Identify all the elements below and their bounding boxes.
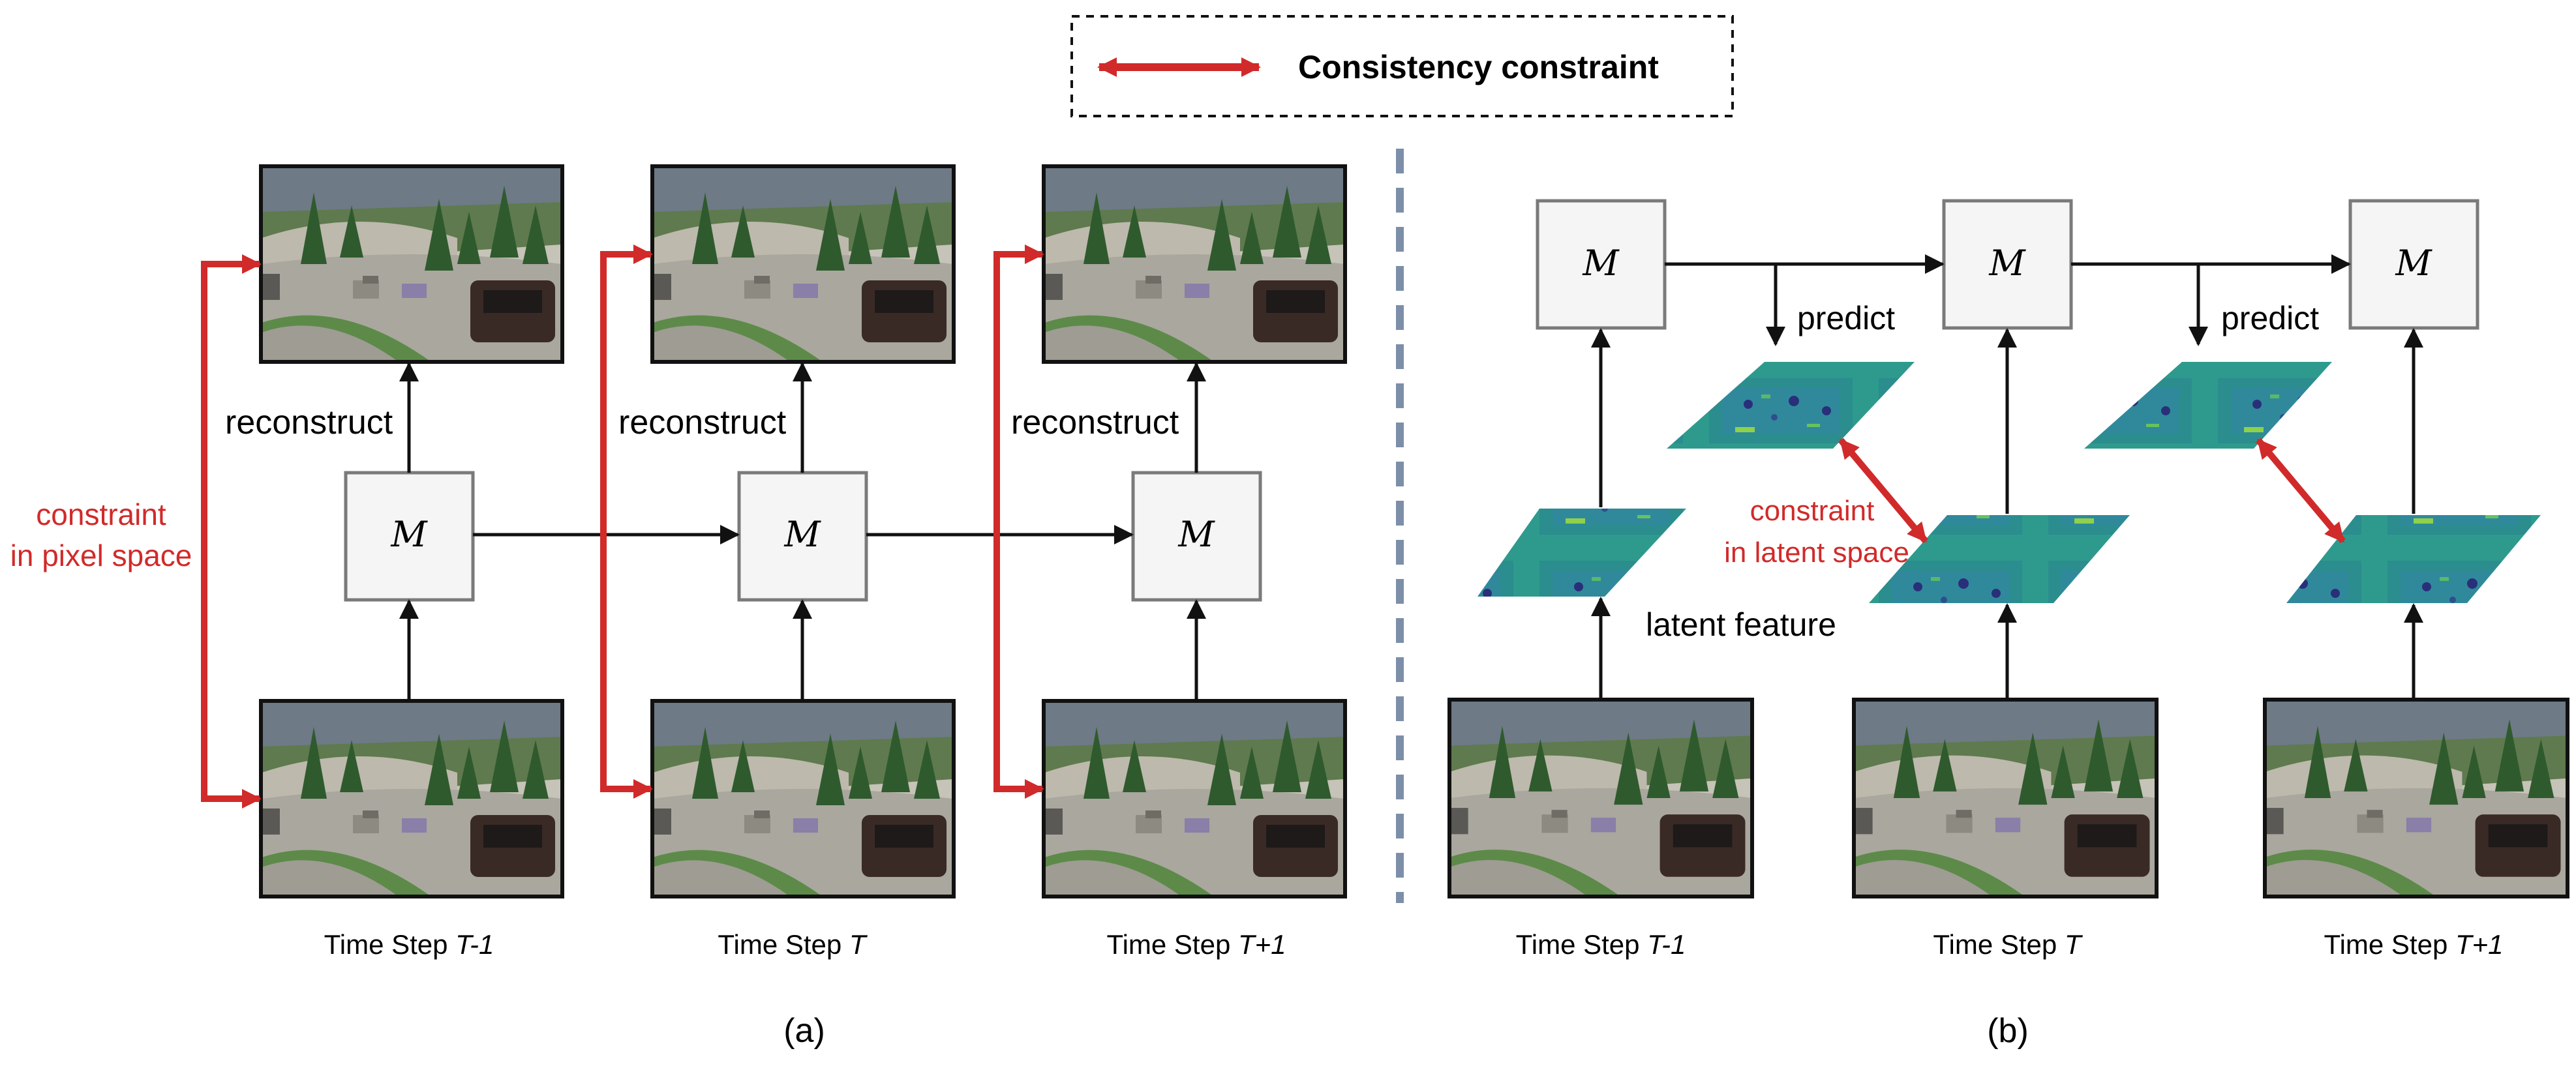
- input-frame: [1852, 698, 2159, 898]
- latent-constraint-label-line1: constraint: [1750, 495, 1875, 527]
- time-step-label: Time Step T+1: [2324, 929, 2503, 960]
- time-step-label: Time Step T-1: [324, 929, 494, 960]
- input-frame: [1447, 698, 1754, 898]
- input-frame: [1042, 699, 1347, 898]
- reconstruct-label: reconstruct: [1011, 404, 1179, 441]
- pixel-constraint-bracket: [993, 245, 1044, 799]
- model-label: M: [2395, 243, 2432, 284]
- model-box: [2348, 199, 2479, 330]
- model-label: M: [783, 514, 821, 555]
- predicted-latent-map: [1667, 362, 1915, 449]
- time-step-label: Time Step T-1: [1516, 929, 1686, 960]
- model-label: M: [390, 514, 428, 555]
- pixel-constraint-label-line2: in pixel space: [10, 539, 192, 572]
- model-box: [1536, 199, 1667, 330]
- panel-b: M M M predict predict constraint in late…: [1447, 199, 2569, 1050]
- panel-a: M M M reconstruct reconstruct reconstruc…: [10, 164, 1347, 1050]
- input-frame: [650, 699, 956, 898]
- latent-constraint-label-line2: in latent space: [1724, 537, 1909, 569]
- model-label: M: [1582, 243, 1620, 284]
- model-box: [737, 471, 868, 602]
- predicted-latent-map: [2084, 362, 2332, 449]
- predict-label: predict: [2221, 300, 2319, 336]
- legend-label: Consistency constraint: [1298, 49, 1659, 85]
- predict-label: predict: [1797, 300, 1895, 336]
- pixel-constraint-bracket: [600, 245, 653, 799]
- latent-feature-map: [1477, 509, 1686, 597]
- latent-feature-label: latent feature: [1646, 606, 1836, 643]
- input-frame: [259, 699, 564, 898]
- model-box: [344, 471, 475, 602]
- input-frame: [2263, 698, 2569, 898]
- latent-feature-map: [1869, 515, 2130, 603]
- pixel-constraint-bracket: [201, 254, 262, 808]
- reconstruct-label: reconstruct: [225, 404, 393, 441]
- legend-box: [1070, 15, 1734, 117]
- reconstructed-frame: [1042, 164, 1347, 364]
- panel-b-caption: (b): [1987, 1012, 2029, 1050]
- reconstructed-frame: [650, 164, 956, 364]
- model-label: M: [1988, 243, 2026, 284]
- reconstructed-frame: [259, 164, 564, 364]
- latent-constraint-arrow: [1838, 438, 1928, 544]
- reconstruct-label: reconstruct: [618, 404, 787, 441]
- latent-constraint-arrow: [2256, 438, 2346, 544]
- pixel-constraint-label-line1: constraint: [36, 497, 166, 531]
- panel-a-caption: (a): [783, 1012, 825, 1050]
- time-step-label: Time Step T: [1933, 929, 2084, 960]
- latent-feature-map: [2286, 515, 2541, 603]
- model-label: M: [1177, 514, 1215, 555]
- time-step-label: Time Step T+1: [1106, 929, 1286, 960]
- time-step-label: Time Step T: [718, 929, 868, 960]
